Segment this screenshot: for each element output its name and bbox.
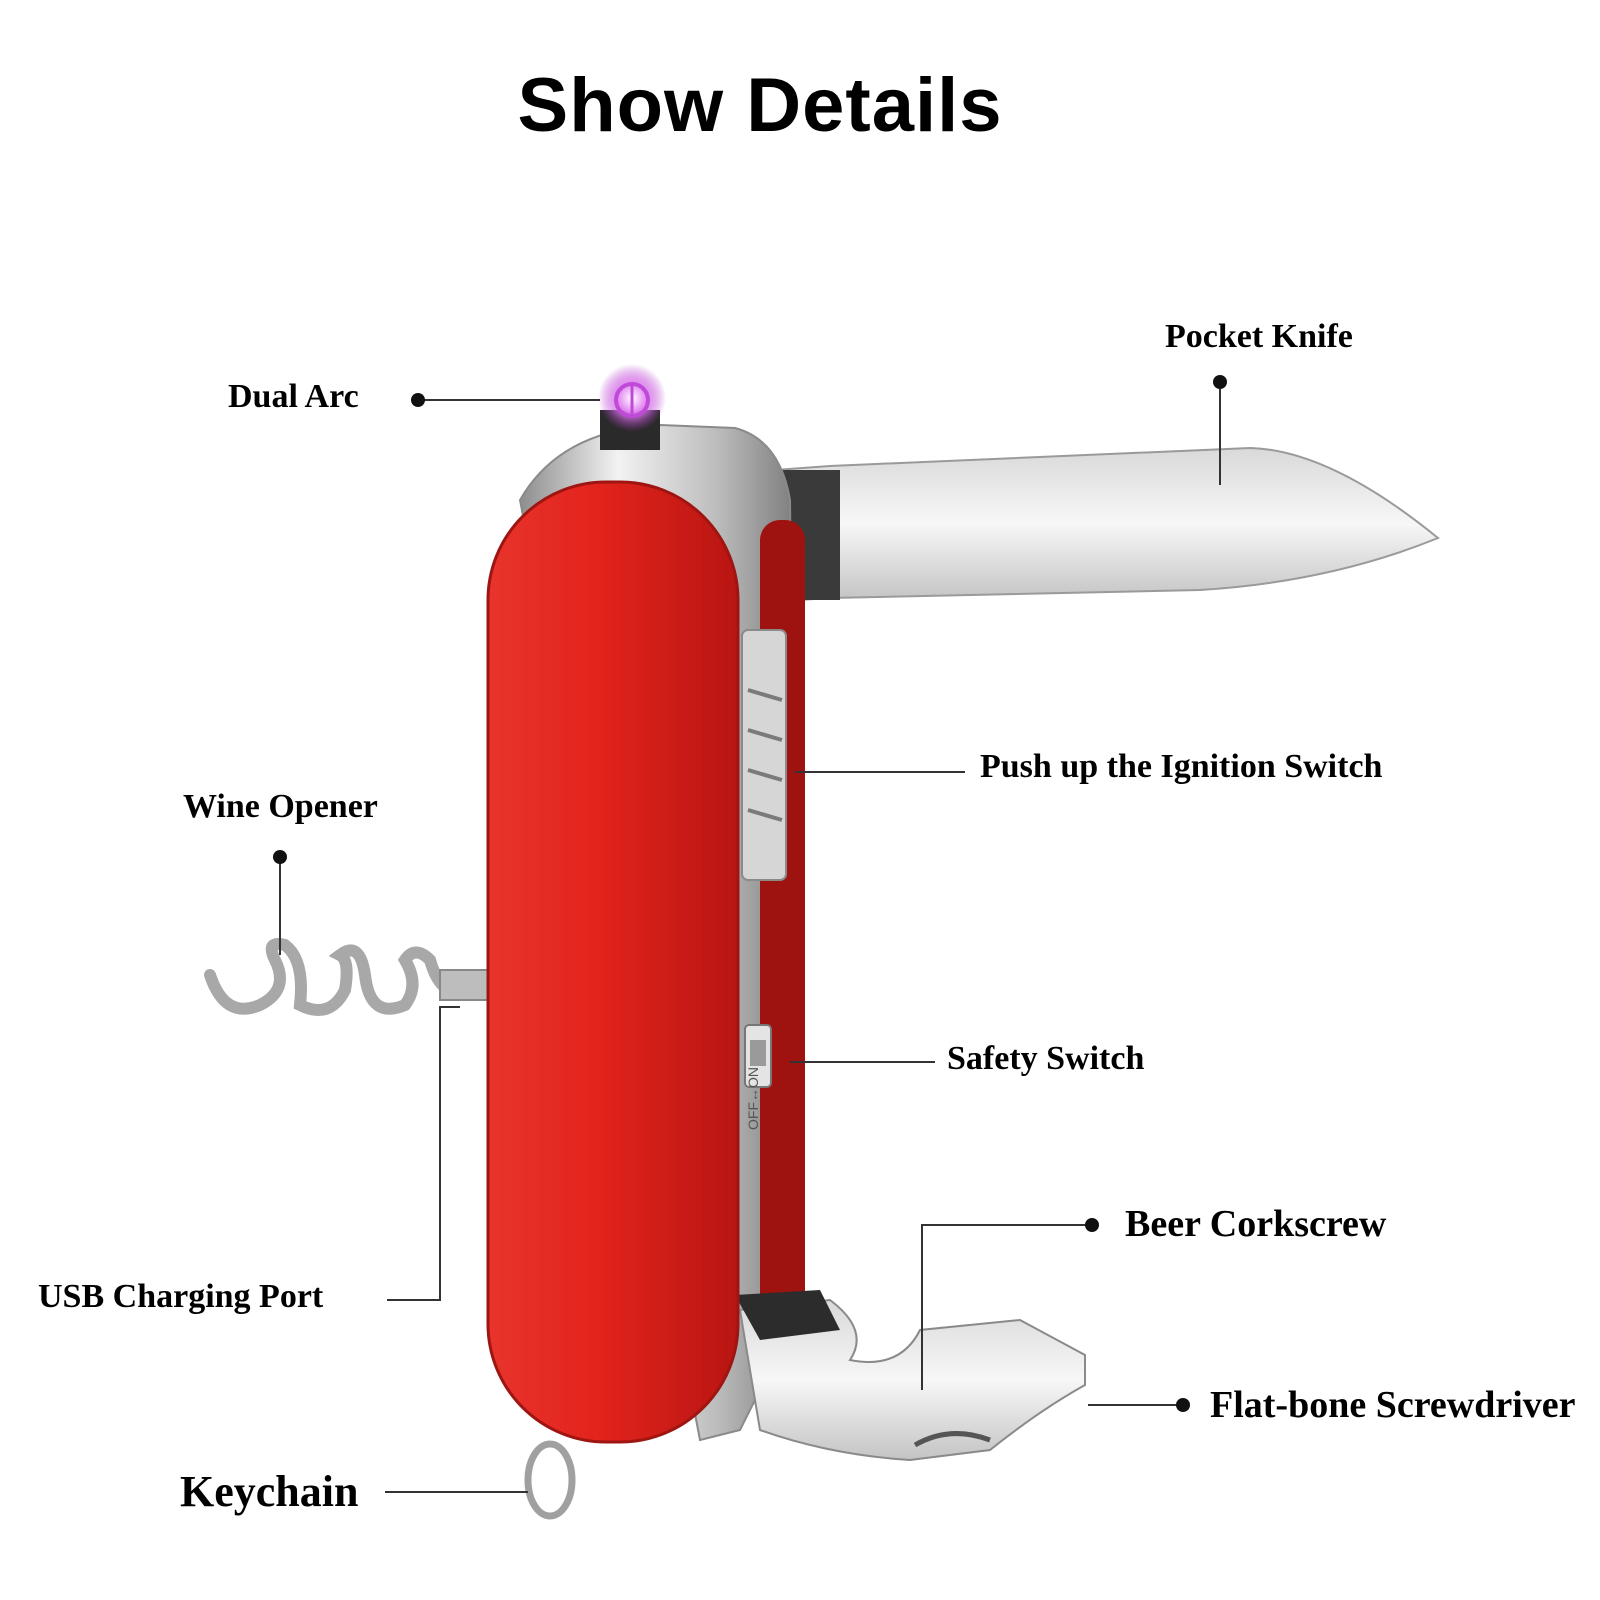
label-keychain: Keychain <box>180 1467 359 1516</box>
safety-switch: OFF↔ON <box>744 1024 772 1130</box>
label-dual-arc: Dual Arc <box>228 378 359 415</box>
red-body-scale <box>486 480 740 1444</box>
page-title: Show Details <box>517 63 1003 148</box>
ignition-switch <box>741 629 787 881</box>
switch-off-on-marking: OFF↔ON <box>745 1067 761 1130</box>
label-ignition-switch: Push up the Ignition Switch <box>980 748 1383 785</box>
label-wine-opener: Wine Opener <box>183 788 378 825</box>
dual-arc-nozzle <box>598 364 666 450</box>
callout-beer-corkscrew <box>921 1224 1092 1390</box>
label-pocket-knife: Pocket Knife <box>1165 318 1353 355</box>
callout-usb <box>387 1006 460 1301</box>
label-usb-charging-port: USB Charging Port <box>38 1278 324 1315</box>
bottle-opener-tool <box>735 1290 1086 1462</box>
wine-opener-corkscrew <box>204 938 501 1016</box>
keychain-ring <box>524 1440 576 1520</box>
label-beer-corkscrew: Beer Corkscrew <box>1125 1203 1387 1245</box>
label-safety-switch: Safety Switch <box>947 1040 1145 1077</box>
label-flat-bone-screwdriver: Flat-bone Screwdriver <box>1210 1384 1576 1426</box>
pocket-knife-blade <box>770 446 1440 602</box>
callouts <box>273 375 1227 1493</box>
